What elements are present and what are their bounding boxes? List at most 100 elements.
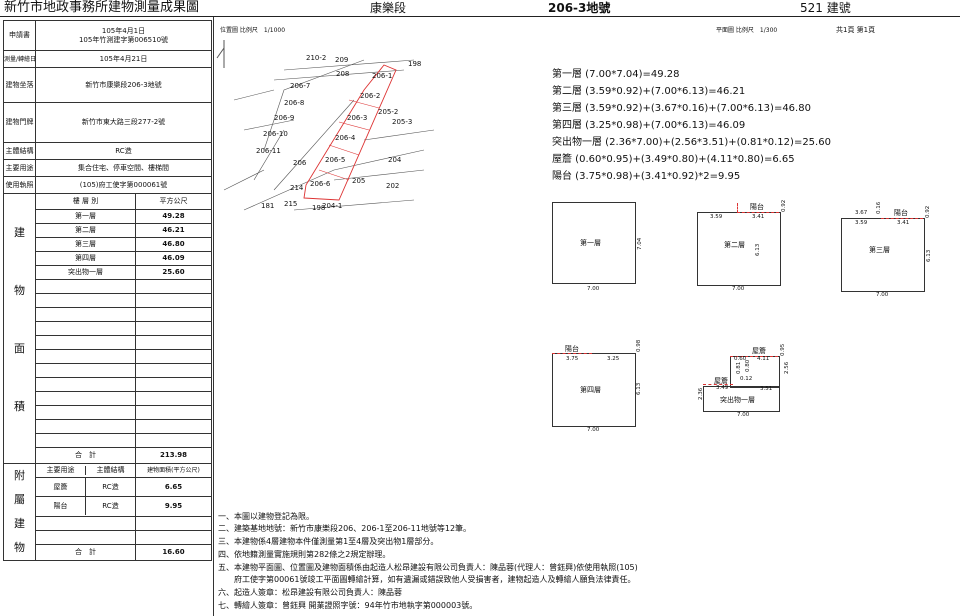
parcel-label: 206-2: [360, 92, 381, 100]
page-count: 共1頁 第1頁: [836, 26, 876, 34]
parcel-label: 206-8: [284, 99, 305, 107]
parcel-label: 181: [261, 202, 275, 210]
info-label: 主要用途: [3, 159, 36, 177]
floor-area: 46.09: [135, 251, 212, 266]
empty-cell: [135, 419, 212, 434]
empty-cell: [135, 321, 212, 336]
parcel-label: 215: [284, 200, 298, 208]
floor4-height: 6.13: [636, 382, 642, 395]
empty-cell: [35, 321, 136, 336]
note-line: 府工使字第00061號竣工平面圖轉繪計算，如有遺漏或錯誤致他人受損害者，建物起造…: [218, 575, 636, 584]
floor2-width: 7.00: [732, 286, 745, 292]
map-legend: 位置圖 比例尺 1/1000: [220, 27, 286, 34]
floor4-dim-c: 0.98: [636, 339, 642, 352]
document-title: 新竹市地政事務所建物測量成果圖: [4, 0, 200, 15]
empty-cell: [135, 307, 212, 322]
floor-area: 46.21: [135, 223, 212, 238]
empty-cell: [135, 279, 212, 294]
empty-cell: [135, 529, 212, 545]
floor3-dim-a: 3.67: [855, 210, 868, 216]
equation-line: 陽台 (3.75*0.98)+(3.41*0.92)*2=9.95: [552, 171, 741, 182]
empty-cell: [35, 391, 136, 406]
parcel-label: 198: [408, 60, 422, 68]
penthouse-eave-lower: 屋簷: [714, 377, 728, 385]
equation-line: 突出物一層 (2.36*7.00)+(2.56*3.51)+(0.81*0.12…: [552, 137, 831, 148]
floor-label: 突出物一層: [35, 265, 136, 280]
parcel-label: 206-1: [372, 72, 393, 80]
empty-cell: [35, 377, 136, 392]
floor3-balcony: 陽台: [894, 209, 908, 217]
penthouse-dim-6: 0.12: [740, 376, 753, 382]
empty-cell: [35, 349, 136, 364]
parcel-label: 205-2: [378, 108, 399, 116]
penthouse-eave: 屋簷: [752, 347, 766, 355]
info-value: 集合住宅、停車空間、樓梯間: [35, 159, 212, 177]
floor-area-side-label: 建物面積: [3, 193, 36, 464]
attached-header: 主要用途主體結構: [35, 462, 136, 479]
floor-area: 25.60: [135, 265, 212, 280]
section-name: 康樂段: [370, 1, 407, 15]
empty-cell: [135, 515, 212, 531]
info-label: 建物坐落: [3, 67, 36, 103]
floor1-width: 7.00: [587, 286, 600, 292]
empty-cell: [35, 529, 136, 545]
empty-cell: [35, 293, 136, 308]
penthouse-dim-4: 3.49: [716, 385, 729, 391]
empty-cell: [135, 377, 212, 392]
penthouse-width: 7.00: [737, 412, 750, 418]
empty-cell: [135, 363, 212, 378]
floor3-name: 第三層: [869, 246, 890, 254]
parcel-label: 206-11: [256, 147, 281, 155]
note-line: 三、本建物係4層建物本件僅測量第1至4層及突出物1層部分。: [218, 537, 439, 546]
info-label: 主體結構: [3, 142, 36, 160]
equation-line: 第一層 (7.00*7.04)=49.28: [552, 69, 680, 80]
floor3-height: 6.13: [926, 249, 932, 262]
floor4-name: 第四層: [580, 386, 601, 394]
empty-cell: [35, 307, 136, 322]
floor3-balcony-line: [881, 218, 923, 219]
building-number: 521 建號: [800, 1, 851, 15]
empty-cell: [35, 279, 136, 294]
info-value: 新竹市東大路三段277-2號: [35, 102, 212, 143]
floor4-balcony-line: [552, 353, 592, 354]
floor-col-header: 樓 層 別: [35, 193, 136, 210]
note-line: 六、起造人簽章：松昂建設有限公司負責人：陳品蓉: [218, 588, 402, 597]
info-value: RC造: [35, 142, 212, 160]
parcel-label: 206-5: [325, 156, 346, 164]
floor-total: 213.98: [135, 447, 212, 464]
empty-cell: [35, 419, 136, 434]
parcel-label: 205-3: [392, 118, 413, 126]
floor-label: 第一層: [35, 209, 136, 224]
penthouse-dim-9: 2.56: [784, 361, 790, 374]
parcel-label: 206-6: [310, 180, 331, 188]
floor2-balcony: 陽台: [750, 203, 764, 211]
attached-total: 16.60: [135, 543, 212, 562]
note-line: 五、本建物平面圖、位置圖及建物面積係由起造人松昂建設有限公司負責人：陳品蓉(代理…: [218, 563, 638, 572]
empty-cell: [135, 391, 212, 406]
floor1-height: 7.04: [637, 237, 643, 250]
attached-side-label: 附屬建物: [3, 463, 36, 561]
info-value: (105)府工使字第000061號: [35, 176, 212, 194]
parcel-label: 202: [386, 182, 400, 190]
floor1-plan: [552, 202, 636, 284]
empty-cell: [35, 335, 136, 350]
location-map: [216, 40, 435, 211]
parcel-label: 205: [352, 177, 366, 185]
column-divider: [213, 17, 214, 616]
floor4-plan: [552, 353, 636, 427]
floor3-dim-d: 0.16: [876, 201, 882, 214]
equation-line: 屋簷 (0.60*0.95)+(3.49*0.80)+(4.11*0.80)=6…: [552, 154, 795, 165]
penthouse-dim-1: 0.60: [734, 356, 747, 362]
parcel-label: 204: [388, 156, 402, 164]
floor2-dim-a: 3.59: [710, 214, 723, 220]
floor-area: 49.28: [135, 209, 212, 224]
floor2-balcony-line: [737, 212, 779, 213]
floor3-plan: [841, 218, 925, 292]
note-line: 七、轉繪人簽章：曾鈺興 開業證照字號：94年竹市地執字第000003號。: [218, 601, 478, 610]
note-line: 二、建築基地地號：新竹市康樂段206、206-1至206-11地號等12筆。: [218, 524, 472, 533]
attached-area-header: 建物面積(平方公尺): [135, 462, 212, 479]
penthouse-dim-7: 0.81: [736, 361, 742, 374]
info-value: 105年4月21日: [35, 50, 212, 68]
floor3-dim-b: 3.41: [897, 220, 910, 226]
